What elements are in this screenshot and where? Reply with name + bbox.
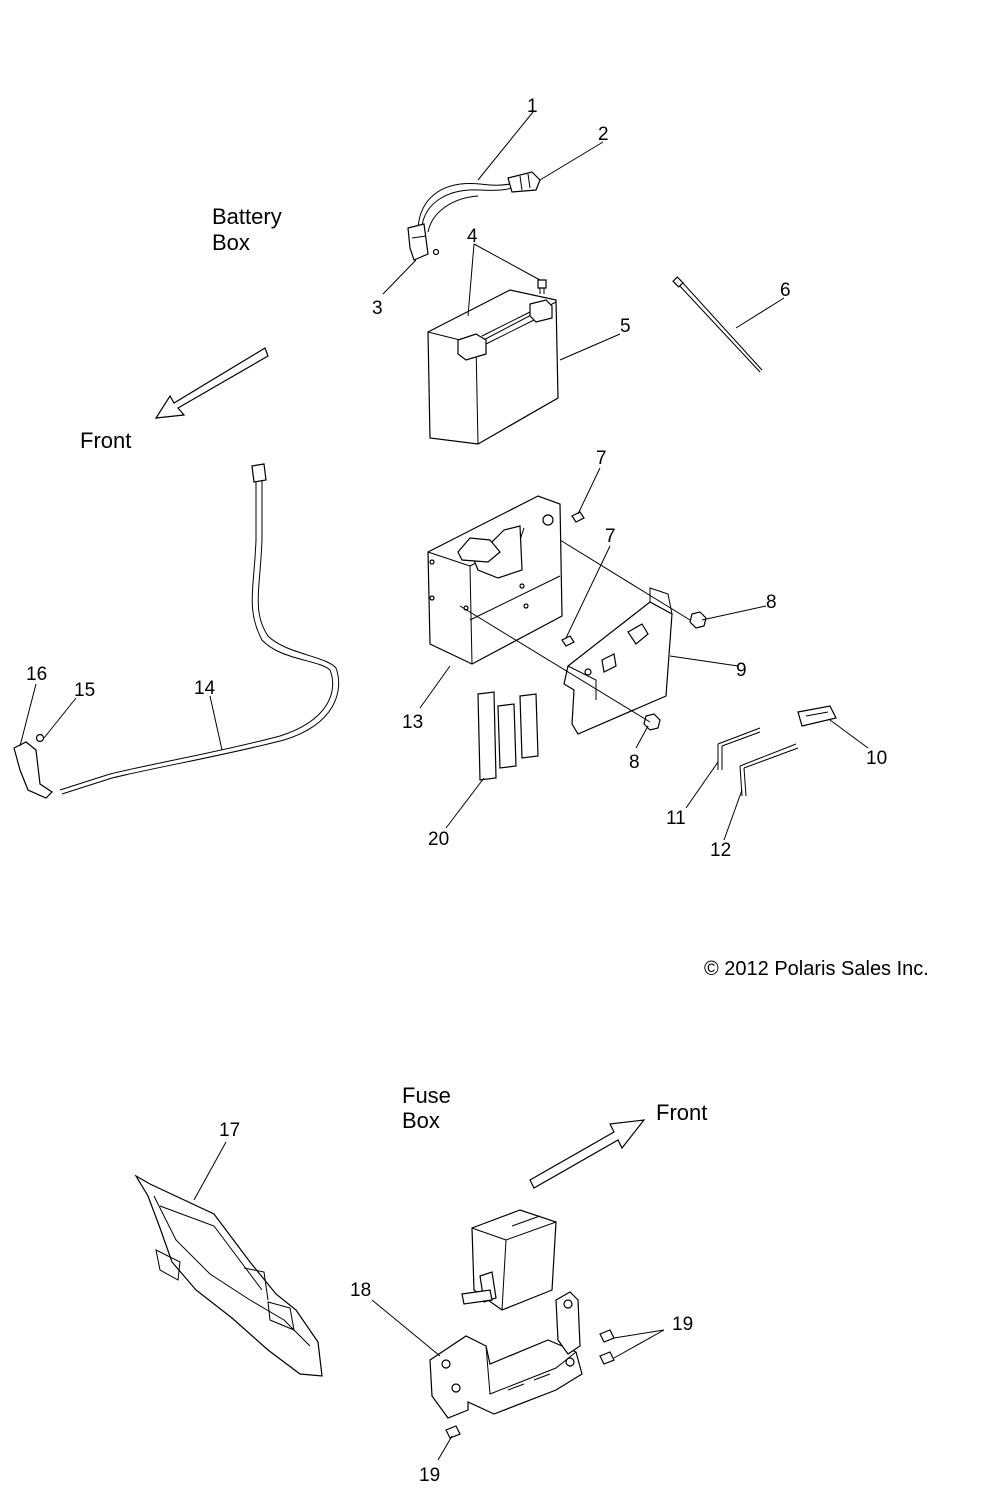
callout-leaders-bottom xyxy=(193,1141,665,1461)
fuse-box-label-line1: Fuse xyxy=(402,1083,451,1108)
fuse-connector xyxy=(797,705,837,727)
fuse-box-label-line2: Box xyxy=(402,1108,440,1133)
front-label-bottom: Front xyxy=(656,1100,707,1125)
callout-19-right: 19 xyxy=(672,1314,693,1335)
callout-3: 3 xyxy=(372,298,383,319)
callout-11: 11 xyxy=(666,808,686,829)
front-label-top: Front xyxy=(80,428,131,453)
battery-cable-harness xyxy=(407,171,541,261)
callout-7-lower: 7 xyxy=(605,526,616,547)
battery xyxy=(427,289,559,445)
callout-6: 6 xyxy=(780,280,791,301)
callout-12: 12 xyxy=(710,840,731,861)
tray-bolts xyxy=(561,511,585,647)
callout-9: 9 xyxy=(736,660,747,681)
fuse-box-bracket xyxy=(429,1291,583,1419)
fuse-box xyxy=(461,1209,557,1311)
callout-14: 14 xyxy=(194,678,216,699)
callout-4: 4 xyxy=(467,226,478,247)
callout-5: 5 xyxy=(620,316,631,337)
callout-8-right: 8 xyxy=(766,592,777,613)
callout-13: 13 xyxy=(402,712,423,733)
fuse-box-cover-panel xyxy=(134,1174,323,1377)
callout-19-lower: 19 xyxy=(419,1465,440,1486)
battery-box-label-line2: Box xyxy=(212,230,250,255)
callout-leaders-top xyxy=(19,111,869,841)
ground-cable xyxy=(13,463,340,799)
copyright-notice: © 2012 Polaris Sales Inc. xyxy=(704,958,929,980)
callout-7-upper: 7 xyxy=(596,448,607,469)
hold-down-bracket xyxy=(563,587,673,735)
front-arrow-bottom xyxy=(529,1119,646,1189)
callout-16: 16 xyxy=(26,664,47,685)
battery-tray xyxy=(427,495,563,665)
battery-pads xyxy=(477,691,539,781)
callout-15: 15 xyxy=(74,680,95,701)
callout-20: 20 xyxy=(428,829,449,850)
cable-tie xyxy=(672,276,763,373)
callout-2: 2 xyxy=(598,124,609,145)
callout-10: 10 xyxy=(866,748,887,769)
front-arrow-top xyxy=(154,347,269,419)
hex-keys xyxy=(717,727,799,797)
callout-18: 18 xyxy=(350,1280,371,1301)
fuse-bracket-bolts xyxy=(445,1329,615,1439)
battery-box-label-line1: Battery xyxy=(212,204,282,229)
callout-1: 1 xyxy=(527,96,538,117)
callout-8-lower: 8 xyxy=(629,752,640,773)
callout-17: 17 xyxy=(219,1120,240,1141)
